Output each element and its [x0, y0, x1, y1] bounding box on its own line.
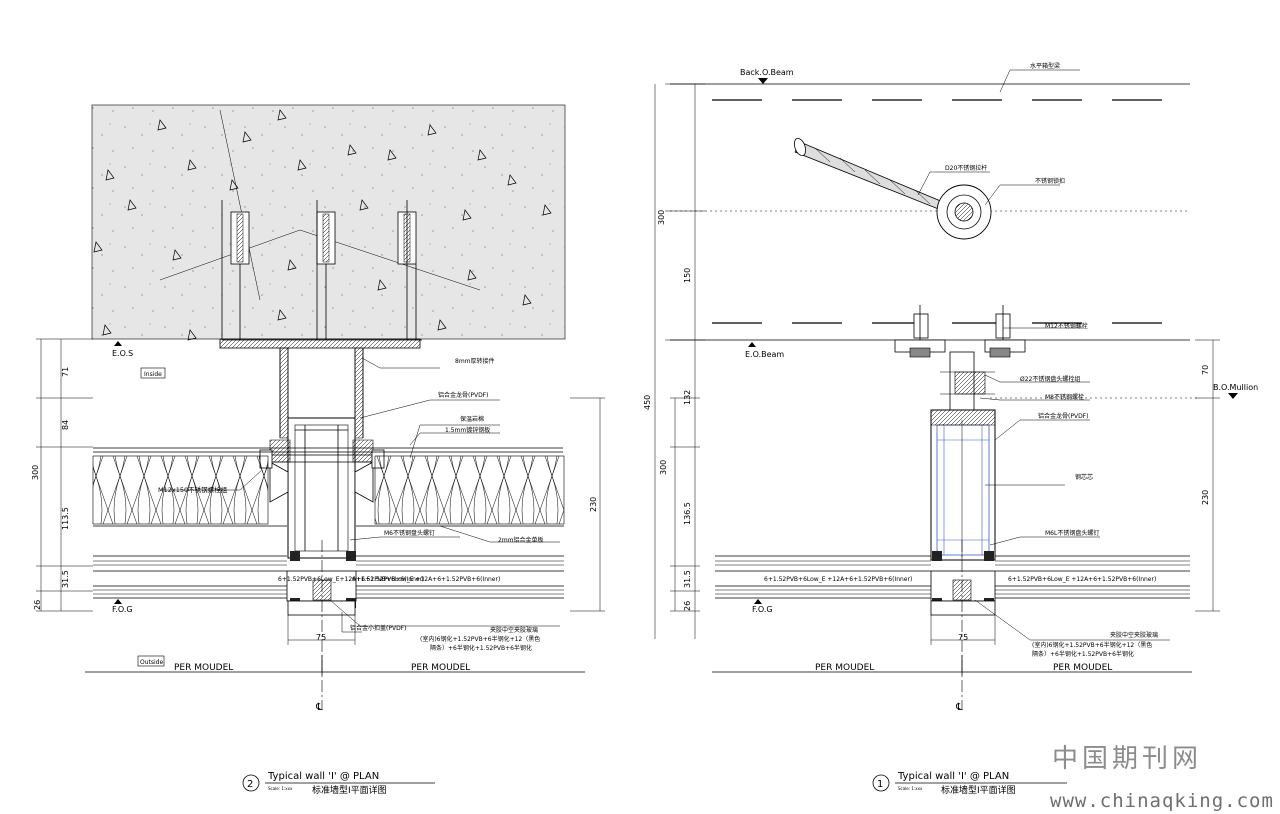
label-alu-panel: 2mm铝合金单板: [498, 536, 544, 544]
label-screw-left: M6不锈钢盘头螺钉: [384, 529, 435, 537]
eos-marker: [114, 341, 122, 346]
subtitle-left: 标准墙型I平面详图: [312, 784, 387, 796]
dim-300-left: 300: [31, 465, 40, 480]
per-moudel-right-a: PER MOUDEL: [815, 663, 874, 673]
title-left: Typical wall 'I' @ PLAN: [267, 771, 379, 782]
dim-26: 26: [33, 600, 42, 610]
label-pin: Ø22不锈钢盘头螺栓组: [1020, 375, 1080, 383]
eo-beam-marker: [748, 342, 756, 347]
concrete-aggregate: [93, 109, 552, 341]
dim-300-right-top: 300: [657, 210, 666, 225]
dim-113-5: 113.5: [61, 507, 70, 530]
back-beam-label: Back.O.Beam: [740, 68, 794, 77]
dim-136-5-right: 136.5: [683, 502, 692, 525]
back-beam-marker: [758, 78, 768, 84]
alu-mullion-right: [930, 409, 996, 561]
dim-26-right: 26: [683, 601, 692, 611]
dim-84: 84: [61, 420, 70, 430]
label-glass-note-right-1: 夹胶中空夹胶玻璃: [1110, 631, 1158, 639]
title-number-left: 2: [247, 779, 253, 790]
fog-label-right: F.O.G: [752, 605, 773, 614]
fog-label: F.O.G: [112, 605, 133, 614]
label-glass-left-b: 6+1.52PVB+6Low_E +12A+6+1.52PVB+6(Inner): [352, 576, 500, 583]
right-callouts: M12不锈钢螺栓 Ø22不锈钢盘头螺栓组 M8不锈钢螺栓 铝合金龙骨(PVDF)…: [764, 322, 1170, 658]
label-glass-note-right-3: 隔条）+6半钢化+1.52PVB+6半钢化: [1032, 650, 1134, 658]
bo-mullion-label: B.O.Mullion: [1213, 383, 1258, 392]
label-rod-clamp: 不锈钢锁扣: [1035, 177, 1065, 185]
right-detail: Back.O.Beam 水平箱型梁 D20不锈钢拉杆 不锈钢锁扣: [643, 62, 1258, 796]
label-steel-core: 钢芯芯: [1075, 473, 1093, 481]
dim-132-right: 132: [683, 390, 692, 405]
label-glass-left-a: 6+1.52PVB+6Low_E+12A+6+1.52PVB+6(Inner): [278, 576, 424, 583]
watermark-cn: 中国期刊网: [1052, 744, 1203, 774]
insulation-right: [374, 455, 565, 525]
centerline-left: ℄: [315, 702, 323, 713]
title-bubble-left: [242, 774, 260, 792]
label-alu-mullion-right: 铝合金龙骨(PVDF): [1038, 412, 1088, 420]
eos-label: E.O.S: [112, 349, 133, 358]
label-bolt: M12x150不锈钢螺栓组: [158, 485, 228, 494]
left-callouts: 8mm厚转接件 铝合金龙骨(PVDF) 保温岩棉 1.5mm镀锌钢板 M12x1…: [158, 357, 560, 652]
dim-300-right: 300: [659, 460, 668, 475]
tie-rod: [793, 137, 992, 240]
dim-230-left: 230: [589, 497, 598, 512]
inside-tag: Inside: [144, 371, 162, 378]
title-number-right: 1: [877, 779, 883, 790]
scale-left: Scale: 1:xxx: [268, 786, 293, 791]
dim-150-right: 150: [683, 268, 692, 283]
dim-230-right: 230: [1201, 490, 1210, 505]
label-m8: M8不锈钢螺栓: [1045, 393, 1084, 401]
centerline-right: ℄: [955, 702, 963, 713]
fog-marker-right: [754, 599, 762, 604]
label-galv-sheet: 1.5mm镀锌钢板: [445, 426, 490, 434]
label-rod: D20不锈钢拉杆: [945, 164, 987, 172]
label-m12: M12不锈钢螺栓: [1045, 322, 1088, 330]
bracket-assembly: [894, 305, 1026, 411]
left-detail: 75 71 84 113.5 31.5 26 300 230 E.O.S F.O…: [31, 104, 605, 796]
label-glass-right-a: 6+1.52PVB+6Low_E +12A+6+1.52PVB+6(Inner): [764, 576, 912, 583]
per-moudel-right-b: PER MOUDEL: [1053, 663, 1112, 673]
label-alu-mullion-left: 铝合金龙骨(PVDF): [438, 391, 488, 399]
label-glass-note-right-2: (室内)6钢化+1.52PVB+6半钢化+12（黑色: [1032, 641, 1152, 649]
label-screw-right: M6L不锈钢盘头螺钉: [1045, 529, 1099, 537]
dim-31-5: 31.5: [61, 570, 70, 588]
dim-31-5-right: 31.5: [683, 570, 692, 588]
bo-mullion-marker: [1228, 393, 1238, 399]
embed-plate: [219, 338, 421, 349]
outside-tag: Outside: [140, 659, 163, 666]
watermark-url: www.chinaqking.com: [1050, 790, 1274, 812]
alu-mullion-left: [269, 417, 374, 559]
label-insulation: 保温岩棉: [460, 415, 484, 423]
scale-right: Scale: 1:xxx: [898, 786, 923, 791]
label-glass-note-left-2: (室内)6钢化+1.52PVB+6半钢化+12（黑色: [420, 635, 540, 643]
per-moudel-left-a: PER MOUDEL: [174, 663, 233, 673]
fog-marker: [114, 599, 122, 604]
label-truss: 水平箱型梁: [1030, 62, 1060, 70]
title-bubble-right: [872, 774, 890, 792]
dim-bottom-right: 75: [958, 633, 968, 642]
dim-bottom-left: 75: [316, 633, 326, 642]
label-pressure-plate: 铝合金小扣盖(PVDF): [350, 624, 406, 632]
eo-beam-label: E.O.Beam: [745, 350, 784, 359]
title-right: Typical wall 'I' @ PLAN: [897, 771, 1009, 782]
dim-71: 71: [61, 367, 70, 377]
per-moudel-left-b: PER MOUDEL: [411, 663, 470, 673]
subtitle-right: 标准墙型I平面详图: [941, 784, 1016, 796]
label-glass-note-left-3: 隔条）+6半钢化+1.52PVB+6半钢化: [430, 644, 532, 652]
dim-450-right: 450: [643, 395, 652, 410]
label-glass-right-b: 6+1.52PVB+6Low_E +12A+6+1.52PVB+6(Inner): [1008, 576, 1156, 583]
label-glass-note-left-1: 夹胶中空夹胶玻璃: [490, 626, 538, 634]
label-steel-plate: 8mm厚转接件: [455, 357, 495, 365]
dim-70-right: 70: [1201, 365, 1210, 375]
